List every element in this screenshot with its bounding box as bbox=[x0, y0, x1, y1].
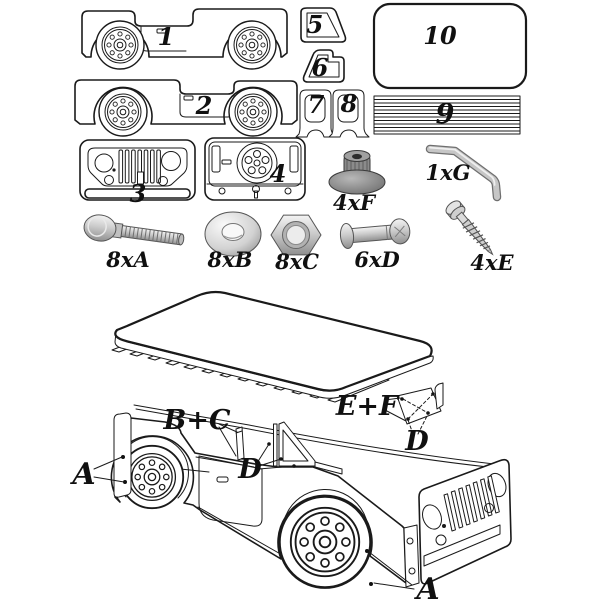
door-outline bbox=[198, 455, 263, 527]
callout-bracket-fix: E+F bbox=[335, 391, 400, 422]
connector-bolt-photo: 6xD bbox=[339, 218, 411, 272]
washer-photo: 8xB bbox=[204, 211, 262, 272]
part-mattress-board: 10 bbox=[372, 2, 528, 90]
allen-key-label: 1xG bbox=[425, 160, 470, 185]
part-corner-panel-a: 7 bbox=[295, 89, 337, 138]
grille-slats bbox=[118, 149, 161, 184]
carriage-bolt-label: 8xA bbox=[105, 247, 149, 272]
part-9-label: 9 bbox=[436, 99, 455, 130]
callout-bracket-bolts: D bbox=[404, 426, 429, 457]
fixing-slat bbox=[235, 426, 245, 461]
part-side-panel-1: 1 bbox=[81, 8, 288, 70]
leader-lines bbox=[93, 397, 415, 590]
assembly-front-wheel bbox=[278, 495, 372, 589]
part-windshield-bracket-b: 6 bbox=[302, 49, 345, 83]
connector-bolt-label: 6xD bbox=[354, 247, 400, 272]
wood-screw-label: 4xE bbox=[470, 250, 514, 275]
part-grille-panel: 3 bbox=[79, 139, 196, 208]
ef-bracket bbox=[396, 387, 442, 425]
callout-front-bolts: A bbox=[413, 572, 439, 600]
callout-slat-fix: B+C bbox=[163, 405, 231, 436]
far-rail bbox=[133, 404, 495, 465]
windshield-post bbox=[273, 423, 278, 467]
carriage-bolt-photo: 8xA bbox=[83, 214, 185, 272]
part-corner-panel-b: 8 bbox=[328, 89, 370, 138]
callout-rear-bolts: A bbox=[69, 457, 95, 492]
part-5-label: 5 bbox=[307, 10, 324, 39]
part-slat-pack: 9 bbox=[373, 95, 521, 135]
cap-nut-label: 4xF bbox=[333, 190, 377, 215]
part-3-label: 3 bbox=[130, 179, 147, 208]
part-4-label: 4 bbox=[270, 159, 287, 188]
part-7-label: 7 bbox=[308, 90, 325, 119]
cap-nut-photo: 4xF bbox=[328, 150, 386, 215]
assembly-grille bbox=[403, 458, 512, 588]
hex-nut-photo: 8xC bbox=[270, 214, 322, 274]
part-10-label: 10 bbox=[423, 21, 457, 50]
board-top bbox=[114, 290, 433, 392]
part-windshield-bracket-a: 5 bbox=[300, 7, 347, 43]
ef-wedge bbox=[434, 382, 444, 410]
wood-screw-photo: 4xE bbox=[445, 200, 515, 275]
allen-key-photo: 1xG bbox=[425, 144, 502, 202]
washer-label: 8xB bbox=[207, 247, 253, 272]
assembly-view: A B+C D E+F D A bbox=[69, 290, 512, 600]
part-1-label: 1 bbox=[158, 22, 175, 51]
door-handle bbox=[216, 476, 229, 483]
windshield-bracket bbox=[278, 421, 316, 467]
part-rear-panel: 4 bbox=[204, 137, 306, 201]
callout-mid-bolts: D bbox=[237, 454, 262, 485]
part-side-panel-2: 2 bbox=[74, 79, 298, 137]
part-2-label: 2 bbox=[195, 91, 213, 120]
hex-nut-label: 8xC bbox=[274, 249, 319, 274]
part-8-label: 8 bbox=[340, 89, 358, 118]
part-6-label: 6 bbox=[312, 53, 329, 82]
